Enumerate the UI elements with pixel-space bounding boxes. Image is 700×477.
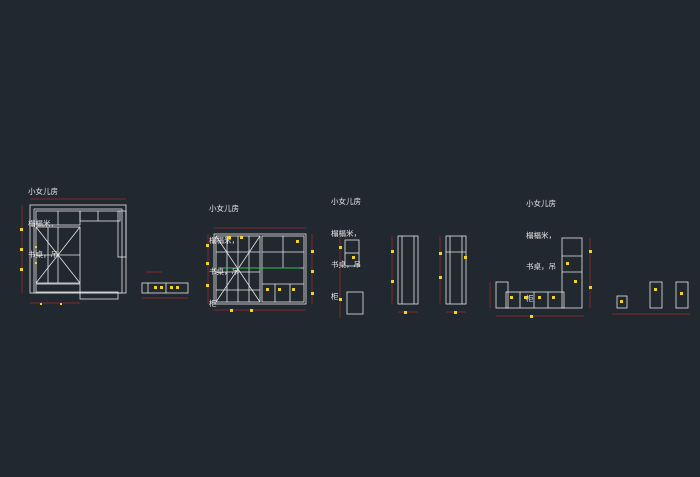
- group-3-drawing: [344, 235, 467, 315]
- group-3-label: 小女儿房 榻榻米， 书桌，吊 柜: [331, 176, 361, 313]
- group-1-dimensions: [21, 198, 188, 304]
- tall-unit-c: [561, 237, 583, 309]
- group-3-label-line-2: 榻榻米，: [331, 228, 361, 238]
- group-4-label: 小女儿房 榻榻米， 书桌，吊 柜: [526, 178, 556, 315]
- group-4-label-line-4: 柜: [526, 293, 534, 303]
- wardrobe-elevation: [213, 233, 307, 305]
- group-4-marks: [510, 250, 683, 318]
- group-1-drawing: [29, 204, 189, 300]
- group-2-label: 小女儿房 榻榻米， 书桌，吊 柜: [209, 183, 239, 320]
- group-1-label-line-1: 小女儿房: [28, 187, 58, 196]
- group-2-label-line-3: 书桌，吊: [209, 267, 239, 276]
- tall-unit-a: [397, 235, 419, 305]
- group-4-drawing: [495, 237, 689, 309]
- tall-unit-b: [445, 235, 467, 305]
- group-4-label-line-1: 小女儿房: [526, 199, 556, 208]
- group-2-drawing: [213, 233, 307, 305]
- group-1-label-line-3: 书桌，吊: [28, 250, 58, 259]
- group-2-label-line-1: 小女儿房: [209, 204, 239, 213]
- bench-unit: [505, 291, 565, 309]
- group-4-label-line-2: 榻榻米，: [526, 230, 556, 240]
- group-3-label-line-3: 书桌，吊: [331, 260, 361, 269]
- group-1-label-line-2: 榻榻米，: [28, 218, 58, 228]
- group-2-label-line-2: 榻榻米，: [209, 235, 239, 245]
- group-1-marks: [20, 228, 179, 305]
- group-1-label: 小女儿房 榻榻米， 书桌，吊: [28, 166, 58, 271]
- group-3-marks: [339, 246, 467, 314]
- group-2-marks: [206, 236, 314, 312]
- group-4-label-line-3: 书桌，吊: [526, 262, 556, 271]
- group-3-dimensions: [339, 236, 466, 318]
- group-2-label-line-4: 柜: [209, 298, 217, 308]
- plan-inner: [33, 208, 123, 294]
- group-3-label-line-4: 柜: [331, 291, 339, 301]
- group-4-dimensions: [489, 238, 690, 317]
- group-3-label-line-1: 小女儿房: [331, 197, 361, 206]
